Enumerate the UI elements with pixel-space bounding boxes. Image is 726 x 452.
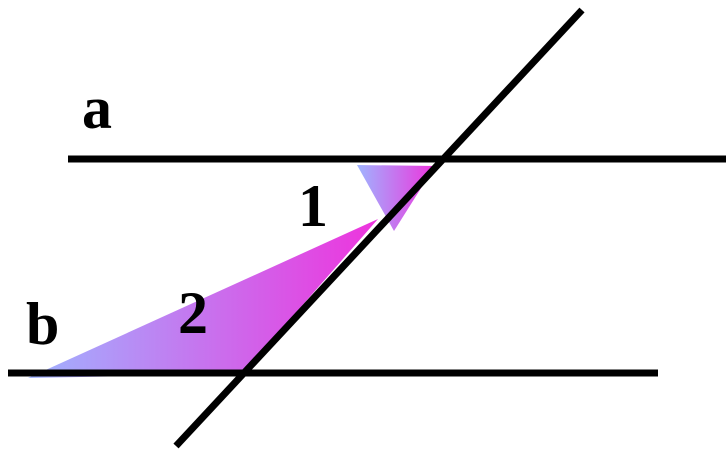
line-a-label: a	[82, 75, 112, 141]
line-b-label: b	[26, 291, 59, 357]
transversal-line	[173, 7, 585, 449]
angle-1-label: 1	[298, 173, 328, 239]
angle-1-wedge	[357, 165, 435, 231]
angle-2-wedge	[28, 219, 378, 378]
angle-2-label: 2	[178, 280, 208, 346]
